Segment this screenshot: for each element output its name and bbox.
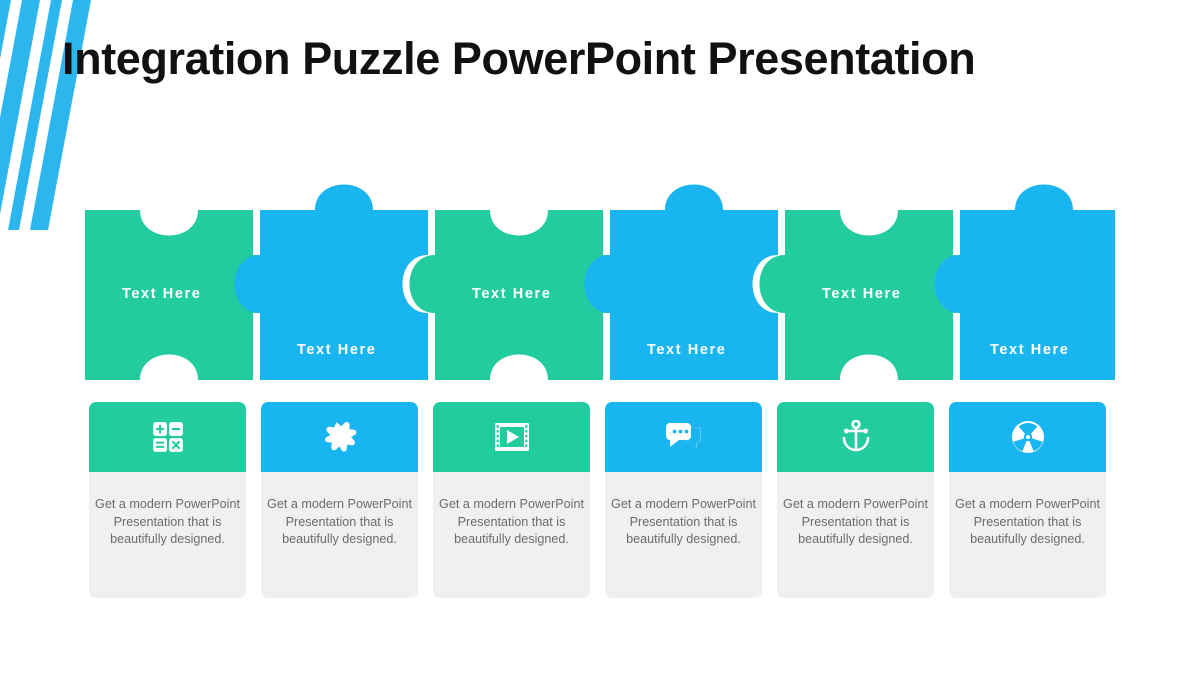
card-6-body-text: Get a modern PowerPoint Presentation tha…	[955, 497, 1100, 546]
puzzle-piece-5[interactable]: Text Here	[759, 210, 979, 380]
card-3-body-text: Get a modern PowerPoint Presentation tha…	[439, 497, 584, 546]
puzzle-svg: Text Here Text Here Text Here Text Here …	[85, 184, 1116, 381]
puzzle-piece-6[interactable]: Text Here	[934, 184, 1116, 381]
puzzle-piece-1-label: Text Here	[122, 286, 201, 302]
cards-row: Get a modern PowerPoint Presentation tha…	[89, 402, 1111, 598]
info-card-2[interactable]: Get a modern PowerPoint Presentation tha…	[261, 402, 418, 598]
card-4-body-text: Get a modern PowerPoint Presentation tha…	[611, 497, 756, 546]
puzzle-piece-6-label: Text Here	[990, 342, 1069, 358]
card-3-header	[433, 402, 590, 472]
puzzle-piece-5-shape[interactable]	[759, 210, 979, 380]
puzzle-piece-1-shape[interactable]	[85, 210, 279, 380]
puzzle-piece-4-shape[interactable]	[584, 184, 779, 381]
puzzle-piece-5-label: Text Here	[822, 286, 901, 302]
page-title: Integration Puzzle PowerPoint Presentati…	[62, 33, 976, 84]
card-4-header	[605, 402, 762, 472]
puzzle-piece-2[interactable]: Text Here	[234, 184, 429, 381]
info-card-4[interactable]: Get a modern PowerPoint Presentation tha…	[605, 402, 762, 598]
card-2-body-text: Get a modern PowerPoint Presentation tha…	[267, 497, 412, 546]
chat-bubbles-icon	[665, 423, 701, 448]
info-card-1[interactable]: Get a modern PowerPoint Presentation tha…	[89, 402, 246, 598]
stripe-1-shape	[0, 0, 11, 59]
puzzle-row: Text Here Text Here Text Here Text Here …	[85, 152, 1115, 380]
card-6-header	[949, 402, 1106, 472]
puzzle-piece-3-shape[interactable]	[409, 210, 629, 380]
anchor-icon	[842, 420, 869, 452]
stripe-2-shape	[0, 0, 40, 214]
puzzle-piece-3-label: Text Here	[472, 286, 551, 302]
card-5-header	[777, 402, 934, 472]
puzzle-piece-3[interactable]: Text Here	[409, 210, 629, 380]
card-1-header	[89, 402, 246, 472]
puzzle-piece-1[interactable]: Text Here	[85, 210, 279, 380]
card-5-body-text: Get a modern PowerPoint Presentation tha…	[783, 497, 928, 546]
puzzle-piece-6-shape[interactable]	[934, 184, 1116, 381]
info-card-5[interactable]: Get a modern PowerPoint Presentation tha…	[777, 402, 934, 598]
info-card-6[interactable]: Get a modern PowerPoint Presentation tha…	[949, 402, 1106, 598]
stripe-3-shape	[8, 0, 62, 230]
puzzle-piece-4-label: Text Here	[647, 342, 726, 358]
film-play-icon	[494, 423, 529, 451]
card-1-body-text: Get a modern PowerPoint Presentation tha…	[95, 497, 240, 546]
puzzle-piece-icon	[324, 422, 356, 452]
puzzle-piece-4[interactable]: Text Here	[584, 184, 779, 381]
puzzle-piece-2-label: Text Here	[297, 342, 376, 358]
info-card-3[interactable]: Get a modern PowerPoint Presentation tha…	[433, 402, 590, 598]
puzzle-piece-2-shape[interactable]	[234, 184, 429, 381]
card-2-header	[261, 402, 418, 472]
calculator-icon	[152, 422, 183, 452]
radiation-icon	[1011, 421, 1044, 453]
